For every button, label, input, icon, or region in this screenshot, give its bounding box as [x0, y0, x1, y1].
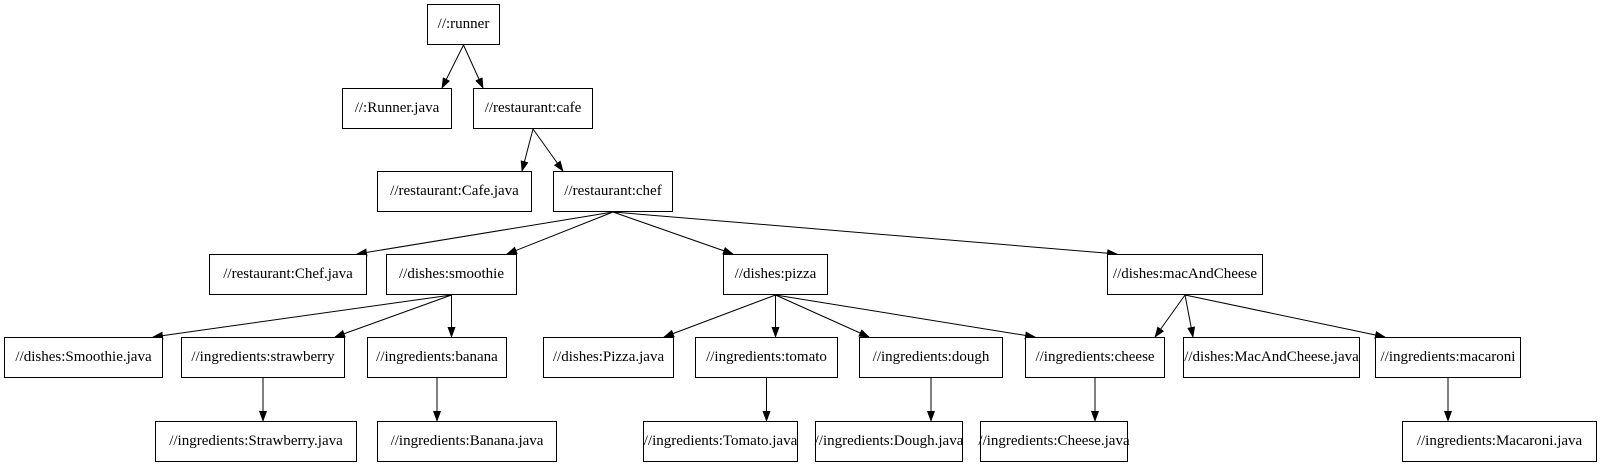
graph-edge-mac-and-cheese-to-macaroni — [1184, 294, 1386, 339]
graph-node-smoothie: //dishes:smoothie — [386, 254, 517, 295]
graph-node-strawberry-java: //ingredients:Strawberry.java — [155, 421, 357, 462]
graph-node-chef: //restaurant:chef — [553, 171, 673, 212]
graph-edge-pizza-to-cheese — [775, 294, 1036, 340]
graph-edge-chef-to-smoothie — [506, 211, 614, 255]
graph-edge-chef-to-pizza — [612, 211, 734, 255]
graph-node-banana-java: //ingredients:Banana.java — [377, 421, 557, 462]
graph-node-mac-and-cheese-java: //dishes:MacAndCheese.java — [1183, 337, 1360, 378]
graph-edge-pizza-to-pizza-java — [663, 294, 776, 338]
graph-edge-mac-and-cheese-to-cheese — [1154, 294, 1186, 338]
graph-node-tomato: //ingredients:tomato — [695, 337, 838, 378]
graph-node-strawberry: //ingredients:strawberry — [181, 337, 345, 378]
graph-node-cheese: //ingredients:cheese — [1025, 337, 1165, 378]
graph-node-banana: //ingredients:banana — [367, 337, 507, 378]
graph-edge-cafe-to-cafe-java — [520, 128, 534, 172]
graph-node-tomato-java: //ingredients:Tomato.java — [643, 421, 798, 462]
graph-edge-smoothie-to-smoothie-java — [152, 294, 452, 340]
graph-node-dough-java: //ingredients:Dough.java — [815, 421, 963, 462]
graph-node-dough: //ingredients:dough — [859, 337, 1003, 378]
graph-node-macaroni: //ingredients:macaroni — [1375, 337, 1521, 378]
graph-node-cafe-java: //restaurant:Cafe.java — [377, 171, 532, 212]
graph-node-runner: //:runner — [427, 4, 500, 45]
graph-edge-chef-to-chef-java — [356, 211, 614, 257]
graph-node-smoothie-java: //dishes:Smoothie.java — [4, 337, 163, 378]
graph-node-pizza: //dishes:pizza — [723, 254, 828, 295]
graph-node-macaroni-java: //ingredients:Macaroni.java — [1402, 421, 1597, 462]
graph-edge-chef-to-mac-and-cheese — [612, 211, 1118, 258]
graph-edge-smoothie-to-strawberry — [334, 294, 452, 338]
graph-edge-cafe-to-chef — [532, 128, 564, 172]
graph-node-chef-java: //restaurant:Chef.java — [209, 254, 367, 295]
graph-node-cafe: //restaurant:cafe — [473, 88, 593, 129]
graph-edge-pizza-to-dough — [775, 294, 870, 338]
graph-edge-runner-to-cafe — [463, 44, 484, 89]
graph-node-runner-java: //:Runner.java — [342, 88, 452, 129]
graph-edge-runner-to-runner-java — [441, 44, 464, 89]
graph-node-pizza-java: //dishes:Pizza.java — [543, 337, 674, 378]
graph-edge-mac-and-cheese-to-mac-and-cheese-java — [1184, 294, 1196, 338]
graph-node-cheese-java: //ingredients:Cheese.java — [978, 421, 1130, 462]
graph-node-mac-and-cheese: //dishes:macAndCheese — [1107, 254, 1263, 295]
